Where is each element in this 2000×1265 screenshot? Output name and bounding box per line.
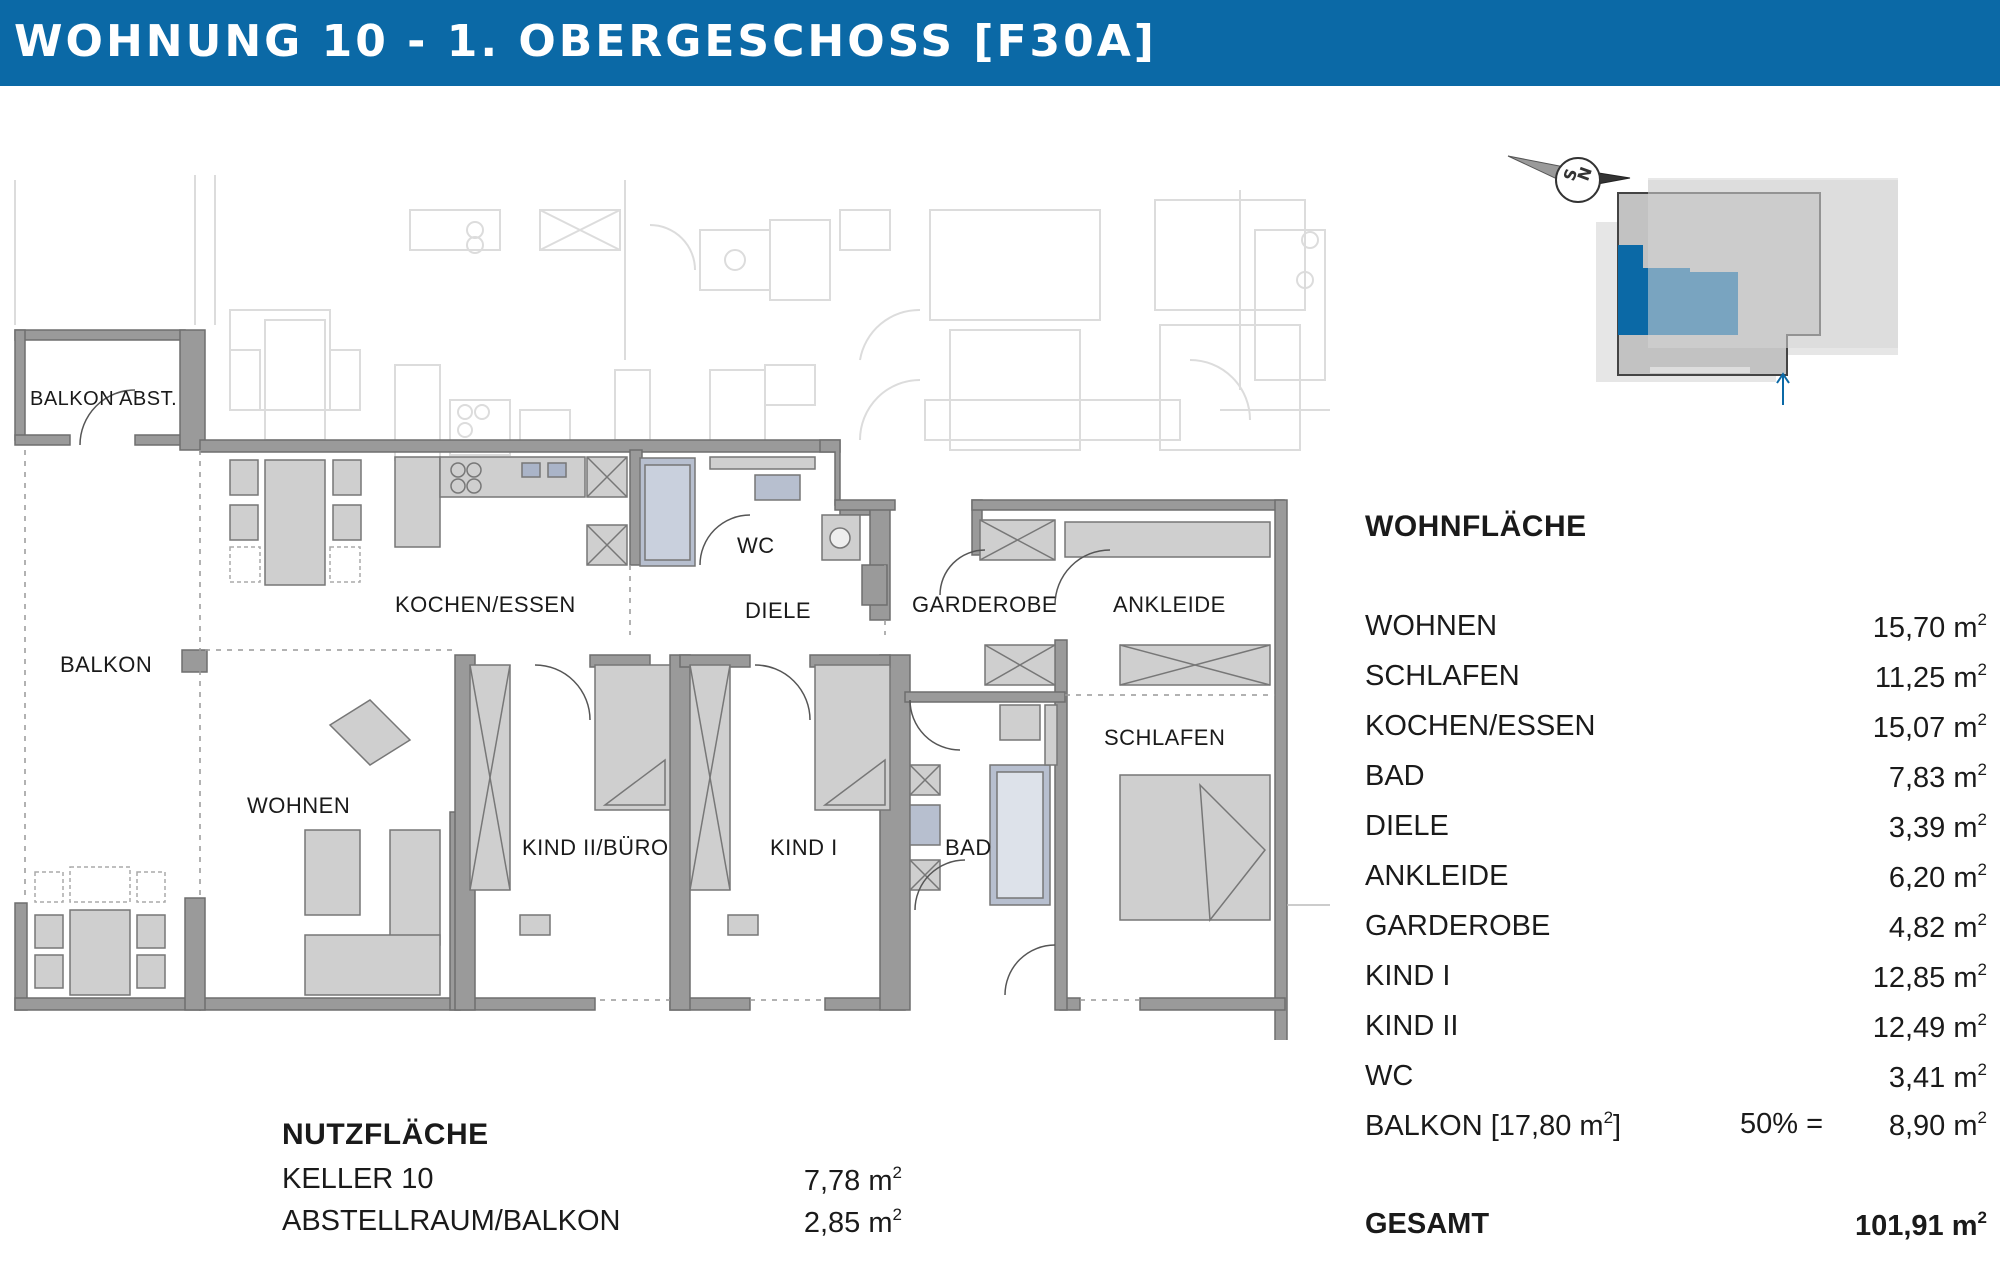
wohnflaeche-row-label: WC [1365,1060,1414,1092]
nutzflaeche-row-label: ABSTELLRAUM/BALKON [282,1205,621,1237]
furniture [34,456,1271,996]
wohnflaeche-row: KIND II 12,49 m2 [1365,1010,1987,1050]
wohnflaeche-row-value: 12,85 m2 [1872,960,1987,994]
wohnflaeche-row-value: 4,82 m2 [1888,910,1987,944]
gesamt-row: GESAMT 101,91 m2 [1365,1208,1987,1248]
wohnflaeche-row-value: 15,07 m2 [1872,710,1987,744]
wohnflaeche-row: WOHNEN 15,70 m2 [1365,610,1987,650]
balkon-row-percent: 50% = [1740,1108,1824,1140]
room-label-garderobe: GARDEROBE [912,592,1058,617]
nutzflaeche-row-label: KELLER 10 [282,1163,434,1195]
wohnflaeche-row: ANKLEIDE 6,20 m2 [1365,860,1987,900]
wohnflaeche-row-value: 15,70 m2 [1872,610,1987,644]
balkon-row: BALKON [17,80 m2] 50% = 8,90 m2 [1365,1108,1987,1148]
doors [79,389,1111,996]
arrow-up-icon [1776,372,1790,405]
wohnflaeche-row-label: GARDEROBE [1365,910,1551,942]
room-label-balkon-abst: BALKON ABST. [30,388,178,410]
wohnflaeche-row: GARDEROBE 4,82 m2 [1365,910,1987,950]
balkon-row-value: 8,90 m2 [1888,1108,1987,1142]
room-label-wohnen: WOHNEN [247,793,351,818]
compass-icon: S N [1507,155,1631,203]
nutzflaeche-row: ABSTELLRAUM/BALKON 2,85 m2 [282,1205,902,1245]
room-label-wc: WC [737,533,775,558]
nutzflaeche-row: KELLER 10 7,78 m2 [282,1163,902,1203]
room-label-kochen-essen: KOCHEN/ESSEN [395,592,576,617]
gesamt-value: 101,91 m2 [1854,1208,1987,1242]
wohnflaeche-row-value: 7,83 m2 [1888,760,1987,794]
wohnflaeche-row: SCHLAFEN 11,25 m2 [1365,660,1987,700]
room-dividers [24,450,1275,1001]
wohnflaeche-row: KOCHEN/ESSEN 15,07 m2 [1365,710,1987,750]
neighbour-plan-faded [14,175,1330,461]
wohnflaeche-row-value: 6,20 m2 [1888,860,1987,894]
nutzflaeche-row-value: 7,78 m2 [803,1163,902,1197]
wohnflaeche-row-value: 12,49 m2 [1872,1010,1987,1044]
compass-letter-n: N [1574,164,1596,183]
wohnflaeche-row-label: DIELE [1365,810,1449,842]
page-title: WOHNUNG 10 - 1. OBERGESCHOSS [F30A] [14,16,1157,67]
wohnflaeche-row-label: BAD [1365,760,1425,792]
room-label-kind-1: KIND I [770,835,838,860]
nutzflaeche-row-value: 2,85 m2 [803,1205,902,1239]
locator-drawing: S N [1507,155,1898,405]
wohnflaeche-row-label: WOHNEN [1365,610,1498,642]
wohnflaeche-row-label: SCHLAFEN [1365,660,1520,692]
building-locator: S N [1500,150,1960,430]
balkon-row-label: BALKON [17,80 m2] [1365,1108,1622,1142]
wohnflaeche-title: WOHNFLÄCHE [1365,510,1587,543]
wohnflaeche-row: KIND I 12,85 m2 [1365,960,1987,1000]
wohnflaeche-row-label: KIND II [1365,1010,1459,1042]
room-label-balkon: BALKON [60,652,153,677]
nutzflaeche-title: NUTZFLÄCHE [282,1118,489,1151]
wohnflaeche-row-label: ANKLEIDE [1365,860,1509,892]
wohnflaeche-row: WC 3,41 m2 [1365,1060,1987,1100]
room-label-kind-2: KIND II/BÜRO [522,835,669,860]
floor-plan: BALKON ABST. BALKON KOCHEN/ESSEN WOHNEN … [0,160,1340,1161]
room-label-schlafen: SCHLAFEN [1104,725,1226,750]
gesamt-label: GESAMT [1365,1208,1490,1240]
wohnflaeche-row-value: 3,39 m2 [1888,810,1987,844]
room-label-diele: DIELE [745,598,812,623]
wohnflaeche-row-value: 3,41 m2 [1888,1060,1987,1094]
header-bar: WOHNUNG 10 - 1. OBERGESCHOSS [F30A] [0,0,2000,86]
room-label-ankleide: ANKLEIDE [1113,592,1226,617]
wohnflaeche-row: DIELE 3,39 m2 [1365,810,1987,850]
wohnflaeche-row: BAD 7,83 m2 [1365,760,1987,800]
wohnflaeche-row-value: 11,25 m2 [1874,660,1987,694]
wohnflaeche-row-label: KIND I [1365,960,1451,992]
room-label-bad: BAD [945,835,992,860]
floor-plan-drawing [14,175,1330,1161]
wohnflaeche-row-label: KOCHEN/ESSEN [1365,710,1596,742]
